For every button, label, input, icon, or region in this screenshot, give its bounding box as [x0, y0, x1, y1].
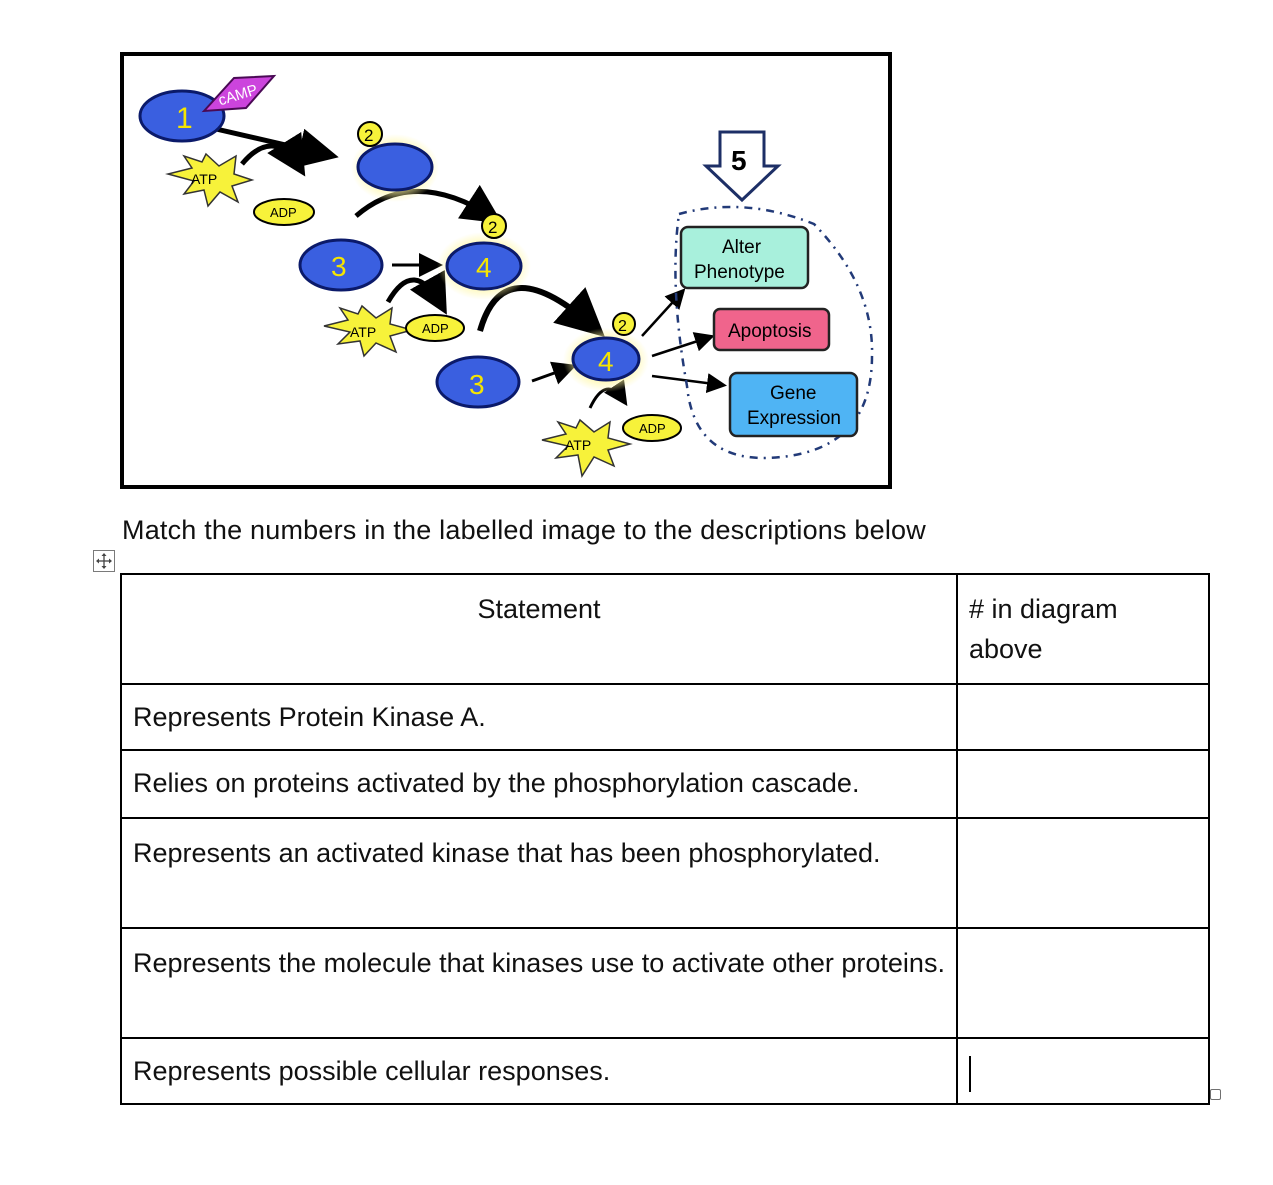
svg-text:2: 2 — [488, 218, 497, 237]
svg-text:ATP: ATP — [565, 437, 591, 453]
protein-1: 1 — [138, 89, 226, 143]
answer-cell[interactable] — [956, 817, 1210, 929]
svg-text:Expression: Expression — [747, 408, 841, 429]
svg-text:ADP: ADP — [639, 421, 666, 436]
svg-text:ADP: ADP — [270, 205, 297, 220]
svg-text:ADP: ADP — [422, 321, 449, 336]
svg-text:3: 3 — [469, 369, 485, 400]
instruction-text: Match the numbers in the labelled image … — [122, 515, 926, 545]
protein-3: 3 — [298, 238, 384, 292]
atp-burst: ATP — [323, 304, 415, 358]
matching-table: Statement # in diagram above Represents … — [120, 573, 1210, 1105]
svg-text:Gene: Gene — [770, 383, 816, 404]
table-row: Represents possible cellular responses. — [120, 1037, 1210, 1105]
svg-text:4: 4 — [476, 252, 492, 283]
statement-cell: Represents the molecule that kinases use… — [120, 927, 958, 1039]
response-region-outline — [674, 205, 874, 460]
adp-pill: ADP — [622, 414, 682, 442]
svg-text:5: 5 — [731, 145, 747, 176]
table-row: Relies on proteins activated by the phos… — [120, 749, 1210, 819]
alter-phenotype-box: Alter Phenotype — [679, 225, 810, 290]
table-resize-handle[interactable] — [1210, 1089, 1221, 1100]
protein-4: 4 2 — [437, 213, 531, 300]
statement-cell: Represents an activated kinase that has … — [120, 817, 958, 929]
table-move-handle[interactable] — [93, 550, 115, 572]
answer-cell[interactable] — [956, 683, 1210, 751]
answer-cell-active[interactable] — [956, 1037, 1210, 1105]
svg-text:ATP: ATP — [350, 324, 376, 340]
apoptosis-box: Apoptosis — [712, 307, 831, 352]
table-row: Represents the molecule that kinases use… — [120, 927, 1210, 1039]
atp-burst: ATP — [165, 152, 255, 208]
table-row: Represents Protein Kinase A. — [120, 683, 1210, 751]
svg-text:2: 2 — [364, 126, 373, 145]
adp-pill: ADP — [405, 314, 465, 342]
svg-text:4: 4 — [598, 346, 614, 377]
camp-molecule: cAMP — [201, 74, 277, 113]
signal-cascade-diagram: 1 cAMP ATP ADP 2 3 — [120, 52, 892, 489]
number-header: # in diagram above — [956, 573, 1210, 685]
svg-text:Phenotype: Phenotype — [694, 262, 785, 283]
svg-text:Apoptosis: Apoptosis — [728, 321, 811, 342]
protein-3: 3 — [435, 355, 521, 409]
gene-expression-box: Gene Expression — [728, 371, 859, 438]
move-icon — [96, 553, 112, 569]
table-row: Represents an activated kinase that has … — [120, 817, 1210, 929]
statement-cell: Represents possible cellular responses. — [120, 1037, 958, 1105]
statement-cell: Relies on proteins activated by the phos… — [120, 749, 958, 819]
diagram-canvas: 1 cAMP ATP ADP 2 3 — [138, 74, 874, 479]
label-5-arrow: 5 — [702, 130, 782, 203]
statement-cell: Represents Protein Kinase A. — [120, 683, 958, 751]
statement-header: Statement — [120, 573, 958, 685]
svg-text:1: 1 — [176, 102, 193, 135]
text-cursor — [969, 1055, 971, 1092]
answer-cell[interactable] — [956, 749, 1210, 819]
atp-burst: ATP — [541, 418, 633, 479]
table-header-row: Statement # in diagram above — [120, 573, 1210, 685]
adp-pill: ADP — [253, 198, 315, 226]
svg-text:ATP: ATP — [191, 171, 217, 187]
svg-text:Alter: Alter — [722, 237, 762, 258]
protein-4: 4 2 — [563, 312, 649, 392]
svg-text:2: 2 — [618, 318, 627, 335]
svg-text:3: 3 — [331, 251, 347, 282]
answer-cell[interactable] — [956, 927, 1210, 1039]
protein-2: 2 — [351, 121, 439, 202]
